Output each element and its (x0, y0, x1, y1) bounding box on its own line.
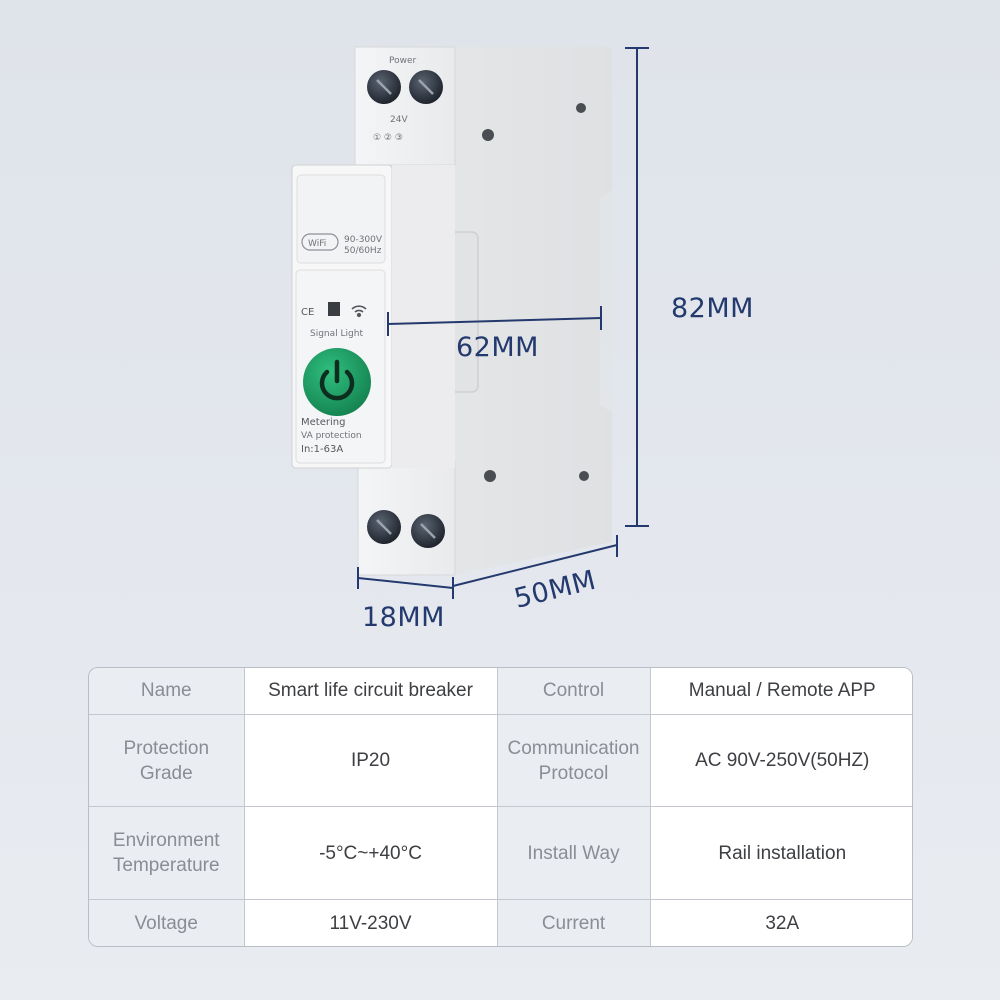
spec-key-cell: Environment Temperature (89, 806, 245, 901)
power-icon (319, 359, 355, 401)
wifi-badge: WiFi (308, 239, 326, 249)
spec-key-cell: Protection Grade (89, 714, 245, 808)
spec-value-cell: AC 90V-250V(50HZ) (650, 714, 912, 808)
spec-key-cell: Install Way (497, 806, 651, 901)
dimension-width: 18MM (357, 567, 454, 633)
product-figure: Power 24V ① ② ③ WiFi 90-300V 50/60Hz CE … (291, 46, 754, 633)
dimension-depth: 62MM (387, 306, 602, 363)
spec-key-cell: Communication Protocol (497, 714, 651, 808)
spec-value-cell: Smart life circuit breaker (244, 668, 498, 715)
ce-mark: CE (301, 307, 314, 318)
rating-line-1: 90-300V (344, 235, 383, 245)
protection-label: VA protection (301, 431, 362, 441)
spec-value-cell: 11V-230V (244, 899, 498, 946)
svg-text:① ② ③: ① ② ③ (373, 133, 403, 143)
dimension-height: 82MM (625, 47, 754, 527)
spec-key-cell: Control (497, 668, 651, 715)
bottom-terminals (367, 510, 445, 548)
svg-text:24V: 24V (390, 115, 408, 125)
wifi-icon (351, 305, 367, 318)
spec-value-cell: 32A (650, 899, 912, 946)
width-label: 18MM (362, 602, 445, 633)
metering-label: Metering (301, 417, 345, 428)
rating-line-2: 50/60Hz (344, 246, 382, 256)
spec-key-cell: Voltage (89, 899, 245, 946)
top-terminal-label: Power (389, 56, 417, 66)
spec-value-cell: IP20 (244, 714, 498, 808)
front-labels: WiFi 90-300V 50/60Hz CE Signal Light Met… (301, 233, 383, 455)
spec-value-cell: Rail installation (650, 806, 912, 901)
depth-label: 62MM (456, 332, 539, 363)
spec-key-cell: Current (497, 899, 651, 946)
spec-value-cell: -5°C~+40°C (244, 806, 498, 901)
top-terminals: Power 24V ① ② ③ (367, 56, 443, 143)
length-label: 50MM (511, 565, 599, 615)
spec-key-cell: Name (89, 668, 245, 715)
current-range-label: In:1-63A (301, 444, 343, 455)
spec-value-cell: Manual / Remote APP (650, 668, 912, 715)
signal-light-label: Signal Light (310, 329, 363, 339)
height-label: 82MM (671, 293, 754, 324)
